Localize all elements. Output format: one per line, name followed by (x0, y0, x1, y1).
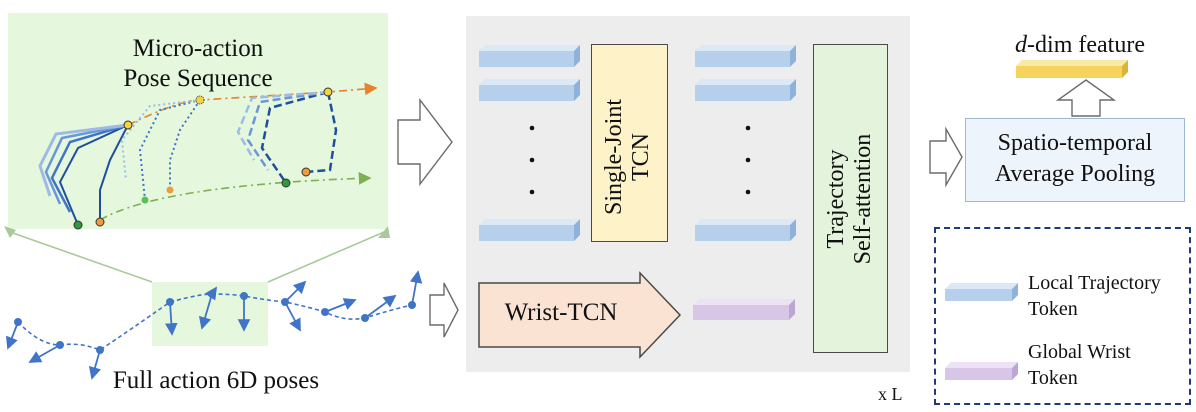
pooling-line1: Spatio-temporal (997, 130, 1153, 156)
single-joint-tcn-line2: TCN (628, 133, 654, 181)
arrow-to-pooling (929, 126, 963, 188)
pooling-box (965, 118, 1185, 202)
full-pose-path (5, 270, 423, 380)
arrow-to-feature (1055, 79, 1117, 117)
ellipsis-dots (529, 125, 751, 195)
micro-action-title-line1: Micro-action (132, 35, 264, 62)
legend-box (934, 227, 1191, 405)
global-wrist-token (693, 299, 795, 320)
zoom-line-right (267, 231, 385, 283)
arrow-to-block-top (397, 97, 453, 187)
wrist-tcn-arrow (478, 271, 682, 359)
legend-local-line2: Token (1028, 298, 1078, 320)
feature-label-prefix: d (1015, 32, 1028, 58)
micro-action-title: Micro-action Pose Sequence (88, 34, 308, 94)
micro-action-title-line2: Pose Sequence (123, 65, 273, 92)
legend-local-line1: Local Trajectory (1028, 272, 1161, 294)
micro-action-panel (8, 13, 388, 229)
trajectory-attention-line2: Self-attention (850, 133, 876, 265)
repeat-label: x L (878, 384, 903, 404)
micro-action-trajectories (38, 82, 378, 230)
feature-bar (1016, 60, 1128, 78)
feature-label: d-dim feature (990, 32, 1170, 59)
legend-local-swatch (945, 283, 1018, 301)
arrow-to-block-bottom (429, 282, 459, 338)
wrist-tcn-label: Wrist-TCN (504, 299, 618, 326)
local-tokens-left (479, 45, 580, 241)
single-joint-tcn-box (591, 44, 668, 242)
zoom-line-left (9, 231, 153, 283)
trajectory-attention-line1: Trajectory (823, 149, 849, 249)
legend-global-swatch (945, 362, 1018, 380)
feature-label-suffix: -dim feature (1027, 32, 1145, 58)
pooling-label: Spatio-temporal Average Pooling (965, 128, 1185, 190)
trajectory-self-attention-box (813, 44, 888, 353)
pooling-line2: Average Pooling (994, 161, 1156, 187)
legend-global-label: Global Wrist Token (1028, 339, 1131, 391)
legend-global-line2: Token (1028, 367, 1078, 389)
legend-local-label: Local Trajectory Token (1028, 270, 1161, 322)
full-action-label: Full action 6D poses (112, 367, 320, 394)
local-tokens-right (695, 45, 796, 241)
single-joint-tcn-line1: Single-Joint (601, 99, 627, 216)
trajectory-self-attention-label: Trajectory Self-attention (823, 75, 879, 323)
single-joint-tcn-label: Single-Joint TCN (601, 57, 657, 257)
legend-global-line1: Global Wrist (1028, 341, 1131, 363)
